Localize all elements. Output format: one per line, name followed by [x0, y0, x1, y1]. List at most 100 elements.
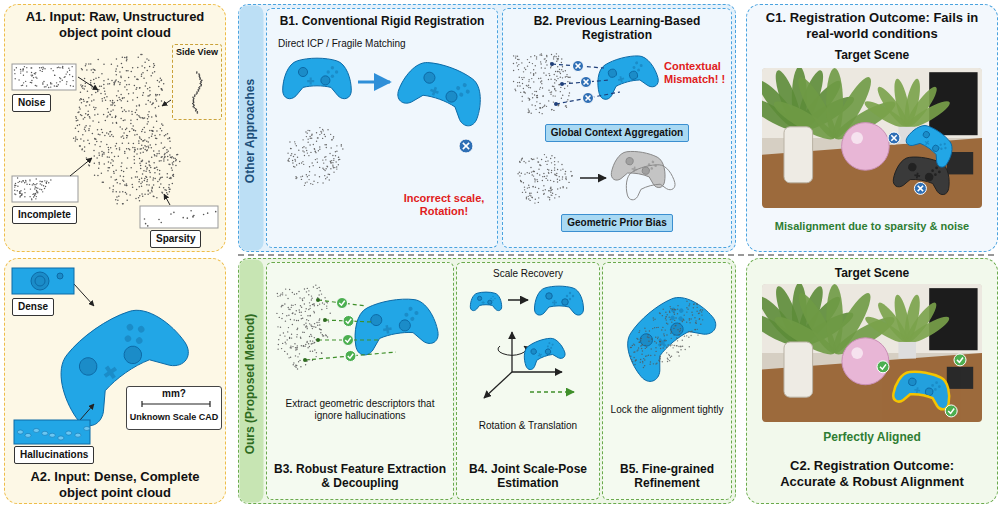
point-cloud — [90, 82, 92, 84]
point-cloud — [169, 154, 171, 156]
side-view-cloud — [200, 85, 202, 87]
point-cloud — [164, 157, 166, 159]
feature-matching-sketch — [292, 312, 293, 313]
point-cloud — [106, 96, 108, 98]
zoom-inset — [48, 87, 49, 88]
zoom-inset — [72, 76, 73, 77]
learning-registration-sketch — [625, 157, 633, 165]
point-cloud — [107, 78, 109, 80]
feature-matching-sketch — [314, 342, 315, 343]
point-cloud — [104, 163, 106, 165]
point-cloud — [126, 167, 128, 169]
learning-registration-sketch — [632, 66, 636, 70]
point-cloud — [148, 161, 150, 163]
point-cloud — [89, 117, 91, 119]
target-scene-photo — [851, 132, 863, 144]
learning-registration-sketch — [540, 78, 541, 79]
point-cloud — [142, 117, 144, 119]
feature-matching-sketch — [300, 305, 301, 306]
point-cloud — [97, 175, 99, 177]
zoom-inset — [14, 66, 74, 88]
zoom-inset — [50, 179, 51, 180]
zoom-inset — [145, 223, 147, 225]
learning-registration-sketch — [550, 180, 551, 181]
rigid-registration-sketch — [327, 174, 328, 175]
zoom-inset — [66, 83, 67, 84]
scale-pose-sketch — [482, 301, 485, 304]
learning-registration-sketch — [525, 69, 526, 70]
learning-registration-sketch — [523, 91, 524, 92]
feature-matching-sketch — [296, 293, 297, 294]
check-icon — [339, 301, 345, 305]
feature-matching-sketch — [291, 333, 292, 334]
rigid-registration-sketch — [303, 146, 304, 147]
feature-matching-sketch — [308, 309, 309, 310]
target-scene-photo — [925, 173, 934, 182]
point-cloud — [144, 145, 146, 147]
target-scene-photo — [938, 385, 941, 388]
point-cloud — [108, 151, 110, 153]
target-scene-photo — [940, 147, 943, 150]
point-cloud — [119, 71, 121, 73]
learning-registration-sketch — [532, 197, 533, 198]
target-scene-photo — [934, 388, 937, 391]
learning-registration-sketch — [541, 159, 542, 160]
point-cloud — [153, 177, 155, 179]
feature-matching-sketch — [296, 347, 297, 348]
point-cloud — [156, 153, 158, 155]
point-cloud — [108, 112, 110, 114]
rigid-registration-sketch — [307, 138, 308, 139]
feature-matching-sketch — [310, 340, 311, 341]
point-cloud — [133, 159, 135, 161]
point-cloud — [169, 191, 171, 193]
zoom-inset — [67, 71, 68, 72]
point-cloud — [129, 149, 131, 151]
refinement-sketch — [660, 356, 661, 357]
point-cloud — [149, 192, 151, 194]
learning-registration-sketch — [536, 101, 537, 102]
learning-registration-sketch — [551, 91, 552, 92]
point-cloud — [167, 159, 169, 161]
feature-matching-sketch — [288, 357, 289, 358]
point-cloud — [147, 190, 149, 192]
point-cloud — [123, 180, 125, 182]
refinement-sketch — [645, 355, 646, 356]
learning-registration-sketch — [551, 172, 552, 173]
feature-matching-sketch — [288, 315, 289, 316]
rigid-registration-sketch — [335, 151, 336, 152]
refinement-sketch — [640, 359, 641, 360]
learning-registration-sketch — [550, 188, 551, 189]
zoom-inset — [57, 67, 58, 68]
point-cloud — [106, 132, 108, 134]
point-cloud — [168, 187, 170, 189]
zoom-inset — [56, 86, 57, 87]
refinement-sketch — [637, 349, 638, 350]
rigid-registration-sketch — [335, 70, 338, 73]
rigid-registration-sketch — [336, 168, 337, 169]
learning-registration-sketch — [522, 100, 523, 101]
learning-registration-sketch — [538, 197, 539, 198]
point-cloud — [168, 184, 170, 186]
feature-matching-sketch — [414, 311, 419, 316]
learning-registration-sketch — [554, 164, 555, 165]
scale-pose-sketch — [470, 292, 501, 311]
zoom-inset — [22, 180, 23, 181]
point-cloud — [154, 65, 156, 67]
learning-registration-sketch — [642, 167, 650, 175]
learning-registration-sketch — [524, 189, 525, 190]
feature-matching-sketch — [322, 334, 323, 335]
refinement-sketch — [688, 336, 689, 337]
check-icon — [945, 405, 957, 417]
point-cloud — [115, 117, 117, 119]
learning-registration-sketch — [637, 68, 641, 72]
zoom-inset — [24, 196, 25, 197]
point-cloud — [134, 162, 136, 164]
point-cloud — [120, 175, 122, 177]
learning-registration-sketch — [546, 156, 547, 157]
point-cloud — [116, 203, 118, 205]
refinement-sketch — [660, 344, 661, 345]
zoom-inset — [41, 184, 42, 185]
cad-model — [101, 363, 120, 382]
point-cloud — [166, 152, 168, 154]
point-cloud — [134, 149, 136, 151]
